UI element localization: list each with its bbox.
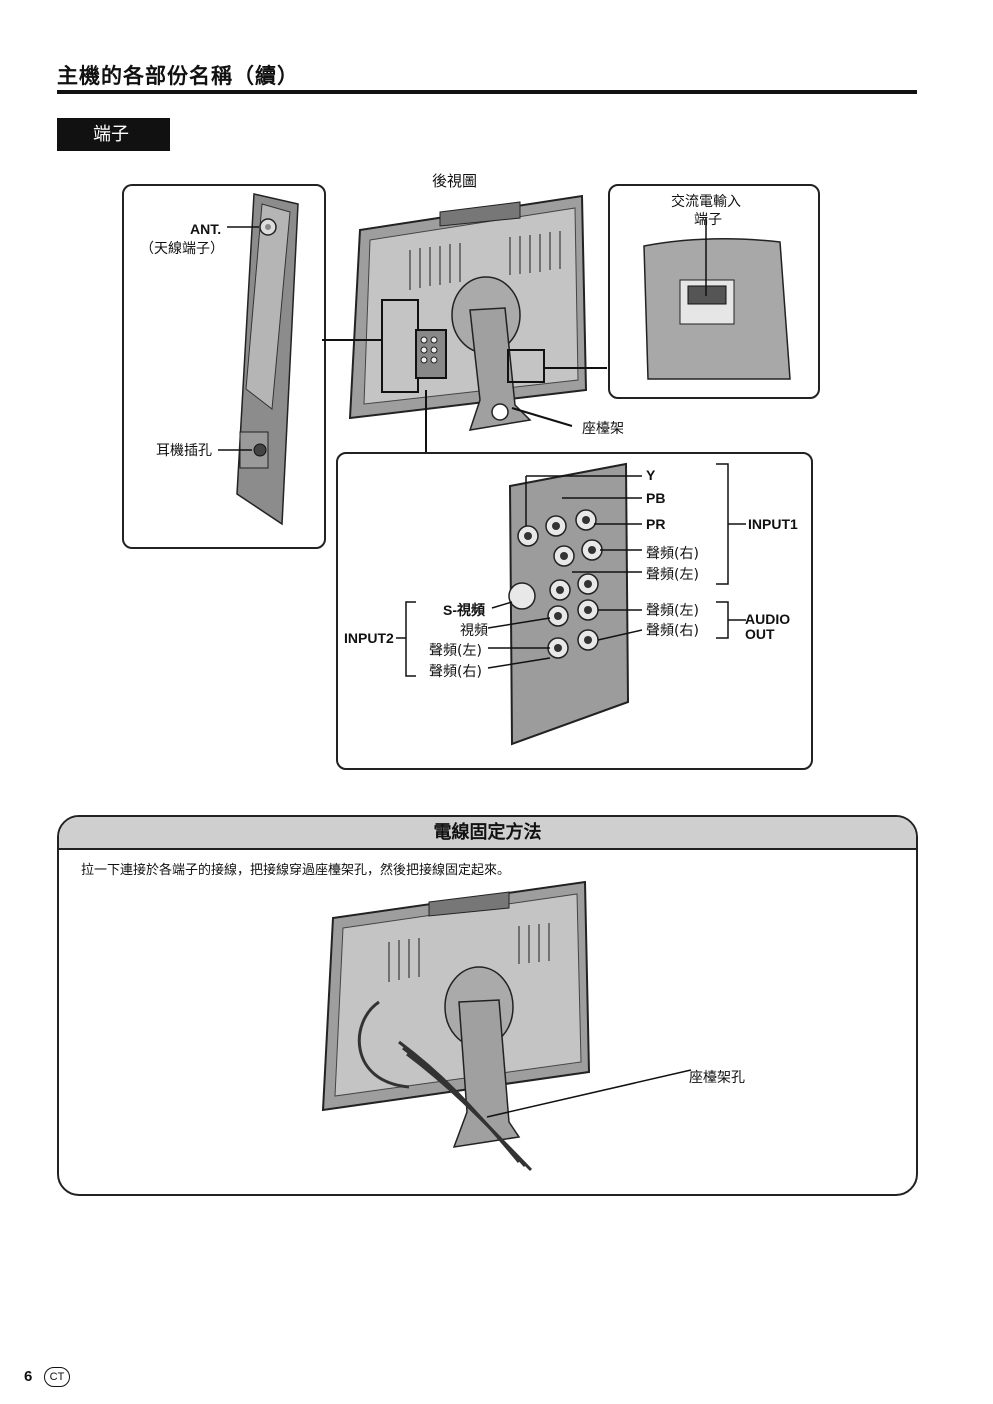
ac-input-label-2: 端子 — [694, 212, 722, 228]
audio-l1-label: 聲頻(左) — [646, 567, 699, 583]
stand-hole-label: 座檯架孔 — [689, 1070, 745, 1086]
audio-l2-label: 聲頻(左) — [429, 643, 482, 659]
ant-sub-label: （天線端子） — [140, 241, 224, 257]
out-r-label: 聲頻(右) — [646, 623, 699, 639]
stand-label: 座檯架 — [582, 421, 624, 437]
page-number: 6 — [24, 1368, 33, 1385]
input2-label: INPUT2 — [344, 630, 394, 646]
jack-y-label: Y — [646, 467, 656, 483]
input1-label: INPUT1 — [748, 516, 798, 532]
jack-pr-label: PR — [646, 516, 666, 532]
ac-input-illustration — [643, 218, 791, 380]
audio-r2-label: 聲頻(右) — [429, 664, 482, 680]
audio-out-label-2: OUT — [745, 626, 775, 642]
ant-label: ANT. — [190, 221, 222, 237]
s-video-label: S-視頻 — [443, 602, 485, 618]
tv-rear-illustration — [322, 194, 607, 452]
language-badge: CT — [44, 1367, 70, 1387]
cable-fix-text: 拉一下連接於各端子的接線，把接線穿過座檯架孔，然後把接線固定起來。 — [81, 863, 511, 878]
jack-pb-label: PB — [646, 490, 666, 506]
side-panel-illustration — [218, 193, 299, 526]
section-label: 端子 — [57, 118, 170, 151]
cable-fix-title: 電線固定方法 — [59, 817, 916, 850]
rear-view-label: 後視圖 — [432, 172, 478, 190]
out-l-label: 聲頻(左) — [646, 603, 699, 619]
title-rule — [57, 90, 917, 94]
audio-r1-label: 聲頻(右) — [646, 546, 699, 562]
jack-panel-illustration — [396, 462, 746, 746]
headphone-label: 耳機插孔 — [156, 443, 212, 459]
cable-fix-illustration — [321, 880, 692, 1172]
page-title: 主機的各部份名稱（續） — [57, 64, 299, 88]
audio-out-label: AUDIO — [745, 611, 791, 627]
video-label: 視頻 — [460, 623, 488, 639]
ac-input-label: 交流電輸入 — [671, 194, 741, 210]
cable-fix-panel: 電線固定方法 拉一下連接於各端子的接線，把接線穿過座檯架孔，然後把接線固定起來。… — [57, 815, 918, 1196]
